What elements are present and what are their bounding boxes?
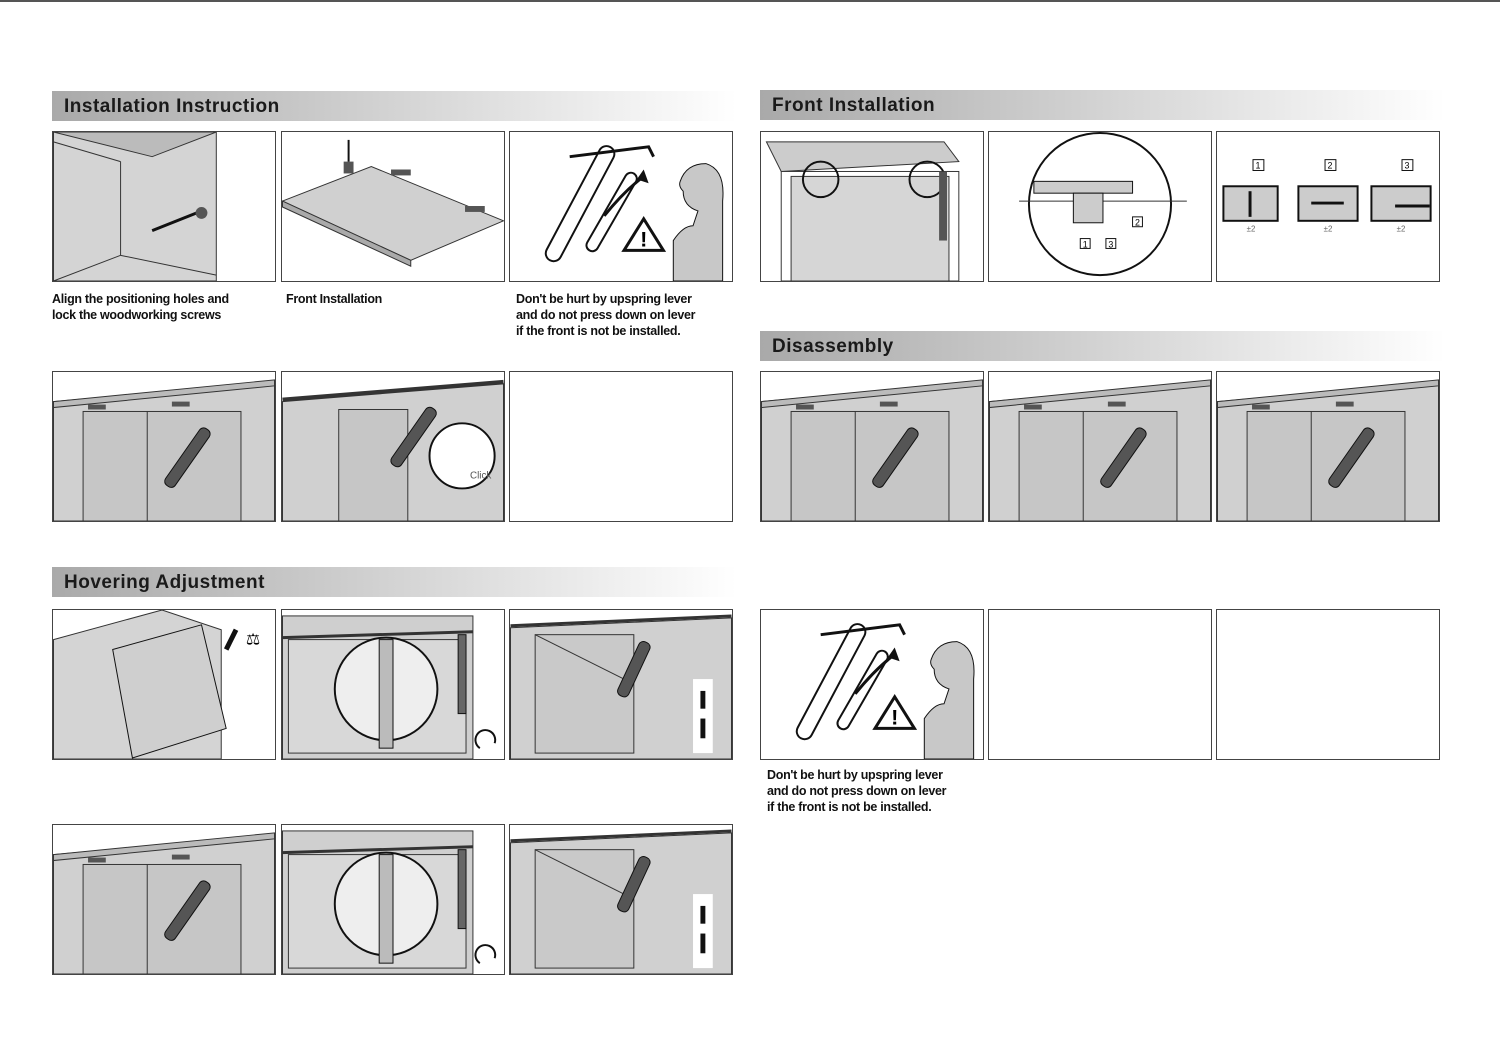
section-title: Hovering Adjustment xyxy=(64,572,265,593)
step-front-installation-illustration xyxy=(281,131,505,282)
section-header-disassembly: Disassembly xyxy=(760,331,1445,361)
empty-panel xyxy=(1216,609,1440,760)
svg-text:1: 1 xyxy=(1255,161,1260,171)
click-label: Click xyxy=(470,471,491,482)
caption-front-installation: Front Installation xyxy=(286,292,382,306)
front-adjust-directions-illustration: 1 2 3 ±2 ±2 ±2 xyxy=(1216,131,1440,282)
svg-text:3: 3 xyxy=(1404,161,1409,171)
disassembly-step-2-illustration xyxy=(988,371,1212,522)
svg-text:2: 2 xyxy=(1135,218,1140,228)
hover-front-heavy-illustration: ⚖ xyxy=(52,609,276,760)
svg-text:⚖: ⚖ xyxy=(246,632,260,649)
section-header-hovering: Hovering Adjustment xyxy=(52,567,737,597)
step-mount-lever-illustration xyxy=(52,371,276,522)
svg-text:3: 3 xyxy=(1108,239,1113,249)
front-attach-illustration xyxy=(760,131,984,282)
hover-result-illustration-2 xyxy=(509,824,733,975)
svg-text:±2: ±2 xyxy=(1247,225,1256,234)
svg-text:1: 1 xyxy=(1083,239,1088,249)
section-title: Disassembly xyxy=(772,336,894,357)
svg-text:±2: ±2 xyxy=(1324,225,1333,234)
section-title: Front Installation xyxy=(772,95,936,116)
hover-decrease-force-illustration xyxy=(281,824,505,975)
section-header-front-installation: Front Installation xyxy=(760,90,1445,120)
section-header-installation: Installation Instruction xyxy=(52,91,737,121)
step-align-holes-illustration xyxy=(52,131,276,282)
hover-result-illustration xyxy=(509,609,733,760)
front-adjust-callout-illustration: 1 3 2 xyxy=(988,131,1212,282)
disassembly-step-1-illustration xyxy=(760,371,984,522)
section-title: Installation Instruction xyxy=(64,96,280,117)
disassembly-step-3-illustration xyxy=(1216,371,1440,522)
svg-text:2: 2 xyxy=(1328,161,1333,171)
empty-panel xyxy=(988,609,1212,760)
warning-upspring-illustration-2: ! xyxy=(760,609,984,760)
hover-increase-force-illustration xyxy=(281,609,505,760)
warning-upspring-illustration: ! xyxy=(509,131,733,282)
warning-symbol: ! xyxy=(891,704,898,729)
warning-symbol: ! xyxy=(640,226,647,251)
svg-text:±2: ±2 xyxy=(1397,225,1406,234)
empty-panel xyxy=(509,371,733,522)
step-click-lever-illustration: Click xyxy=(281,371,505,522)
hover-front-light-illustration xyxy=(52,824,276,975)
